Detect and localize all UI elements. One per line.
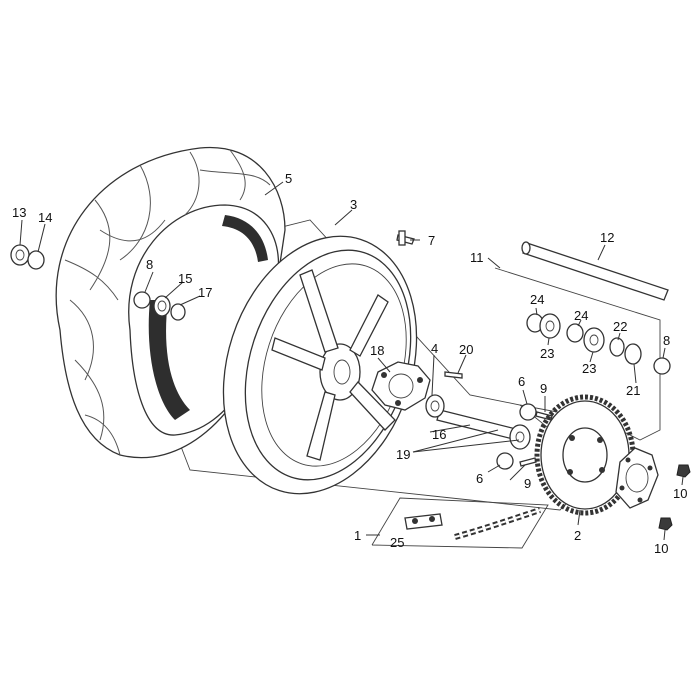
callout-4: 4 <box>431 341 438 356</box>
callout-13: 13 <box>12 205 26 220</box>
callout-2: 2 <box>574 528 581 543</box>
callout-11: 11 <box>470 250 484 265</box>
callout-23b: 23 <box>582 361 596 376</box>
leader-lines <box>19 181 684 541</box>
callout-24a: 24 <box>530 292 544 307</box>
axle-spacers <box>526 313 671 375</box>
callout-17: 17 <box>198 285 212 300</box>
callout-7: 7 <box>428 233 435 248</box>
callout-18: 18 <box>370 343 384 358</box>
callout-25: 25 <box>390 535 404 550</box>
callout-9b: 9 <box>524 476 531 491</box>
callout-1: 1 <box>354 528 361 543</box>
callout-5: 5 <box>285 171 292 186</box>
sprocket-carrier <box>615 447 659 509</box>
callout-8b: 8 <box>663 333 670 348</box>
callout-3: 3 <box>350 197 357 212</box>
cush-drive-hub <box>371 361 431 411</box>
callout-9a: 9 <box>540 381 547 396</box>
callout-21: 21 <box>626 383 640 398</box>
nuts <box>658 464 691 531</box>
callout-labels: 1 2 3 4 5 6 6 7 8 8 9 9 10 10 11 12 13 1… <box>12 171 687 556</box>
callout-22: 22 <box>613 319 627 334</box>
wheel-axle <box>521 241 669 301</box>
callout-24b: 24 <box>574 308 588 323</box>
callout-20: 20 <box>459 342 473 357</box>
callout-6b: 6 <box>476 471 483 486</box>
callout-8a: 8 <box>146 257 153 272</box>
callout-14: 14 <box>38 210 52 225</box>
callout-19: 19 <box>396 447 410 462</box>
callout-12: 12 <box>600 230 614 245</box>
callout-10b: 10 <box>654 541 668 556</box>
left-side-parts <box>10 244 186 321</box>
callout-10a: 10 <box>673 486 687 501</box>
callout-16: 16 <box>432 427 446 442</box>
callout-23a: 23 <box>540 346 554 361</box>
drive-chain <box>404 507 541 540</box>
wheel-rim <box>222 235 418 495</box>
hub-components <box>396 230 553 470</box>
callout-6a: 6 <box>518 374 525 389</box>
callout-15: 15 <box>178 271 192 286</box>
